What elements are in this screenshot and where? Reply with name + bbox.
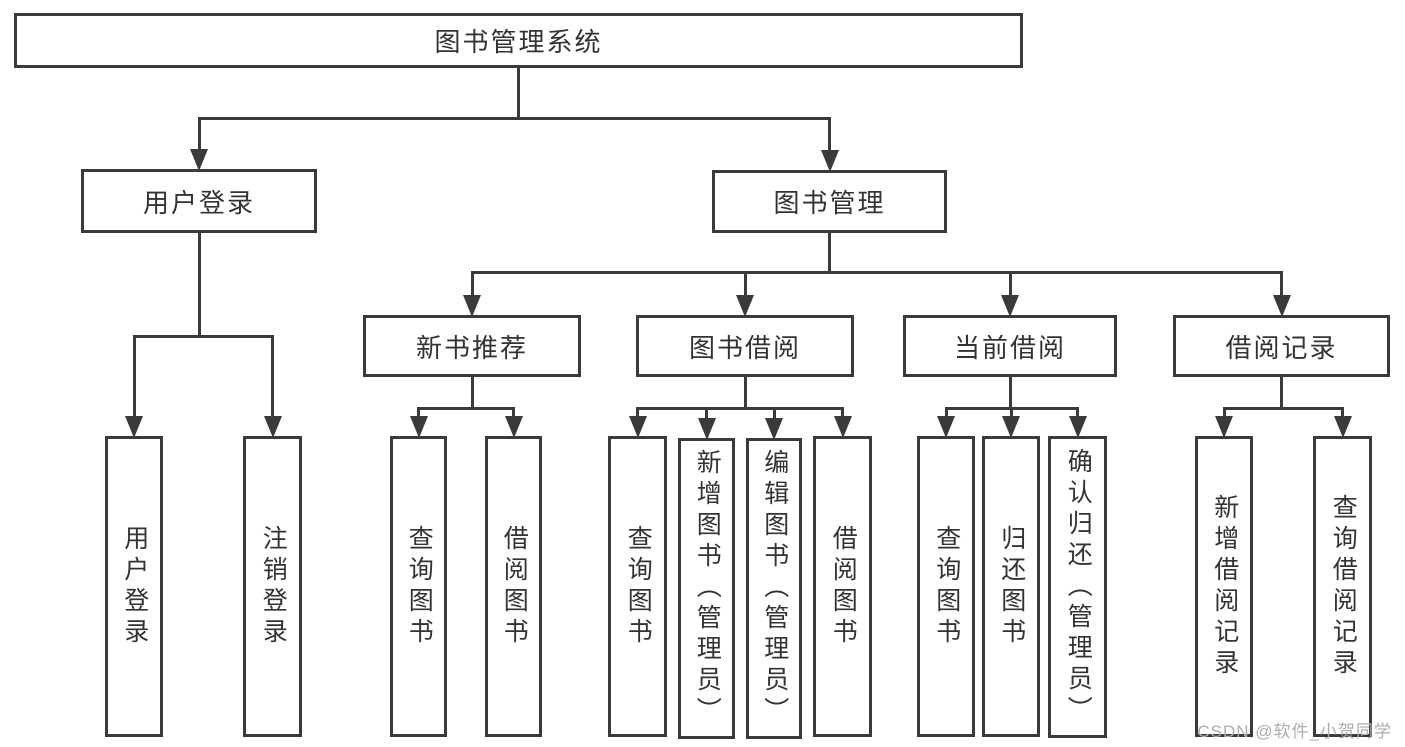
node-v-return-book: 归还图书 [982,436,1040,737]
arrowhead-icon-book-mgmt [820,150,839,172]
edge-stub-v-add-record [1222,408,1226,416]
node-label: 查询图书 [405,524,434,649]
node-v-query-record: 查询借阅记录 [1313,436,1372,737]
node-book-borrow: 图书借阅 [636,315,854,377]
edge-bus-user-login [132,334,274,338]
node-new-books: 新书推荐 [363,315,581,377]
edge-drop-root [517,68,520,120]
arrowhead-icon-v-confirm-return [1068,416,1087,438]
arrowhead-icon-book-borrow [736,295,754,317]
edge-drop-user-login [197,233,201,338]
edge-stub-v-query-book-1 [417,408,420,416]
edge-stub-v-borrow-book-1 [512,408,515,416]
edge-stub-v-query-book-2 [636,408,639,416]
node-label: 新增图书（管理员） [693,449,722,728]
edge-bus-new-books [417,406,515,410]
node-label: 新书推荐 [415,332,528,363]
arrowhead-icon-v-query-book-3 [937,416,955,438]
arrowhead-icon-v-query-record [1333,416,1352,438]
edge-stub-book-borrow [743,272,747,295]
node-v-add-record: 新增借阅记录 [1195,436,1253,737]
edge-stub-book-mgmt [828,118,831,150]
arrowhead-icon-v-query-book-1 [409,416,428,438]
arrowhead-icon-v-borrow-book-2 [833,416,852,438]
node-label: 确认归还（管理员） [1064,447,1093,727]
node-v-user-login: 用户登录 [105,436,163,737]
node-v-query-book-1: 查询图书 [390,436,447,737]
edge-drop-cur-borrow [1008,377,1012,410]
node-label: 用户登录 [142,187,255,218]
node-v-confirm-return: 确认归还（管理员） [1048,436,1107,738]
edge-stub-v-confirm-return [1076,408,1079,416]
arrowhead-icon-v-edit-book [765,418,783,440]
node-label: 新增借阅记录 [1210,493,1239,680]
edge-stub-v-borrow-book-2 [841,408,844,416]
edge-stub-borrow-log [1280,272,1283,295]
arrowhead-icon-v-return-book [1002,416,1020,438]
edge-stub-cur-borrow [1008,272,1012,295]
arrowhead-icon-v-add-book [697,418,716,440]
node-v-add-book: 新增图书（管理员） [678,438,735,739]
node-label: 当前借阅 [953,332,1066,363]
edge-stub-v-return-book [1009,408,1013,416]
node-label: 借阅图书 [500,524,529,649]
node-v-borrow-book-1: 借阅图书 [485,436,542,737]
arrowhead-icon-v-query-book-2 [628,416,647,438]
node-user-login: 用户登录 [81,169,317,233]
edge-stub-v-logout [271,336,274,416]
node-label: 图书管理系统 [434,27,603,57]
node-label: 用户登录 [120,524,149,649]
edge-stub-v-user-login [132,336,136,416]
node-v-borrow-book-2: 借阅图书 [813,436,872,737]
node-v-query-book-2: 查询图书 [608,436,667,737]
node-label: 注销登录 [259,524,288,649]
edge-bus-root [197,116,831,120]
edge-stub-v-add-book [705,408,708,418]
edge-bus-book-borrow [636,406,844,410]
arrowhead-icon-new-books [463,295,481,317]
arrowhead-icon-v-add-record [1215,416,1233,438]
edge-bus-borrow-log [1222,406,1344,410]
edge-drop-book-mgmt [828,233,831,274]
node-label: 查询图书 [932,524,961,649]
edge-stub-user-login [197,118,201,149]
node-book-mgmt: 图书管理 [712,170,947,233]
node-label: 借阅记录 [1225,332,1338,363]
edge-stub-v-query-record [1341,408,1344,416]
node-label: 图书借阅 [688,332,801,363]
edge-stub-v-query-book-3 [944,408,948,416]
edge-drop-book-borrow [743,377,747,410]
edge-stub-v-edit-book [772,408,776,418]
node-label: 编辑图书（管理员） [760,449,789,728]
node-v-query-book-3: 查询图书 [917,436,975,737]
arrowhead-icon-v-logout [263,416,282,438]
node-root: 图书管理系统 [14,13,1023,68]
arrowhead-icon-user-login [190,149,208,171]
csdn-watermark: CSDN @软件_小贺同学 [1197,722,1392,741]
edge-stub-new-books [470,272,474,295]
arrowhead-icon-cur-borrow [1001,295,1019,317]
node-cur-borrow: 当前借阅 [903,315,1117,377]
node-label: 图书管理 [773,188,886,218]
node-label: 查询借阅记录 [1329,493,1358,680]
node-v-logout: 注销登录 [243,436,302,737]
edge-bus-book-mgmt [470,270,1283,274]
node-label: 归还图书 [997,524,1026,649]
node-label: 查询图书 [624,524,653,649]
node-v-edit-book: 编辑图书（管理员） [746,438,802,739]
edge-drop-borrow-log [1280,377,1283,410]
edge-drop-new-books [470,377,474,410]
node-label: 借阅图书 [829,524,858,649]
arrowhead-icon-borrow-log [1272,295,1291,317]
node-borrow-log: 借阅记录 [1173,315,1390,377]
arrowhead-icon-v-borrow-book-1 [504,416,523,438]
arrowhead-icon-v-user-login [125,416,143,438]
